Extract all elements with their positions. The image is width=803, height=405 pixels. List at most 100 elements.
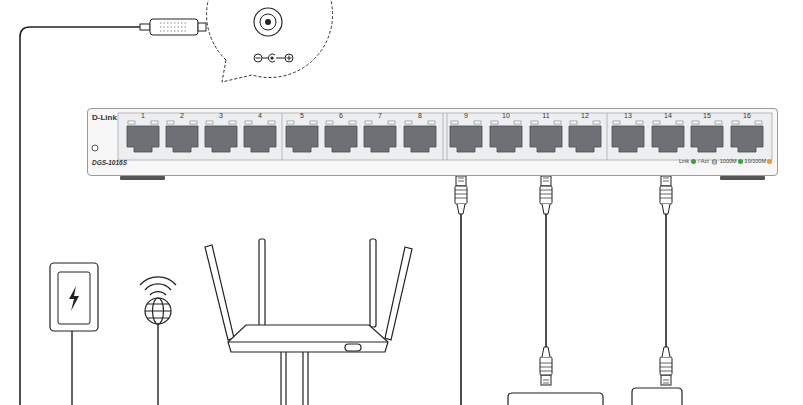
rj45-port [691,121,723,152]
rj45-port [205,121,237,152]
port-socket [652,126,684,152]
polarity-c [268,54,275,62]
polarity-symbol [254,54,293,62]
rj45-port [490,121,522,152]
port-led [310,121,317,124]
port-led [755,121,762,124]
port-led [692,121,699,124]
led-label: / Act [698,158,709,165]
rj45-port [364,121,396,152]
port-number: 1 [132,112,154,120]
polarity-minus [254,54,262,62]
port-led [151,121,158,124]
port-led [613,121,620,124]
switch-foot [720,176,765,180]
rj45-port [286,121,318,152]
switch-foot [120,176,165,180]
rj45-plug [540,176,552,214]
legend-swatch [767,159,772,164]
rj45-port [127,121,159,152]
port-led [167,121,174,124]
port-led [593,121,600,124]
client-device [508,393,603,405]
port-socket [569,126,601,152]
port-socket [490,126,522,152]
port-number: 2 [171,112,193,120]
port-socket [404,126,436,152]
led-dot [691,159,696,164]
port-led [491,121,498,124]
router-cable [281,352,308,405]
port-led [326,121,333,124]
port-led [128,121,135,124]
port-led [190,121,197,124]
port-socket [450,126,482,152]
port-led [474,121,481,124]
port-number: 12 [574,112,596,120]
router [205,239,412,352]
port-led [636,121,643,124]
router-body [228,325,388,352]
router-antenna [205,245,234,340]
port-socket [244,126,276,152]
panel-divider [282,113,607,160]
port-led [245,121,252,124]
plus-sign [287,56,292,61]
router-antenna [370,239,376,327]
port-socket [731,126,763,152]
port-led [349,121,356,124]
port-led [531,121,538,124]
port-number: 14 [657,112,679,120]
wifi-arc [150,292,166,295]
minus-sign [256,58,261,59]
port-led [268,121,275,124]
rj45-port [731,121,763,152]
port-socket [691,126,723,152]
ethernet-cable [545,214,547,347]
port-led [676,121,683,124]
rj45-plug [455,176,467,214]
port-panel [118,113,772,160]
blink-bar [713,161,716,162]
legend-item: 10/100M [745,158,772,165]
port-led [229,121,236,124]
legend-text: 1000M [720,158,737,165]
reset-hole [92,145,98,151]
port-led [732,121,739,124]
client-device [632,388,682,405]
port-number: 3 [210,112,232,120]
rj45-port [166,121,198,152]
wifi-icon [140,277,176,295]
port-number: 13 [617,112,639,120]
wifi-arc [140,277,176,285]
port-socket [530,126,562,152]
blink-icon [711,159,718,165]
port-socket [325,126,357,152]
port-led [287,121,294,124]
power-adapter [50,263,98,331]
model-name: DGS-1016S [92,159,127,166]
blink-ring [712,159,717,164]
port-led [388,121,395,124]
internet-line [157,324,158,405]
port-socket [364,126,396,152]
callout-bubble [207,0,333,82]
legend-item: 1000M [720,158,743,165]
switch-box: D-LinkDGS-1016S [87,108,778,176]
port-number: 15 [696,112,718,120]
rj45-port [569,121,601,152]
port-led [570,121,577,124]
port-socket [205,126,237,152]
port-number: 8 [409,112,431,120]
port-row [127,121,763,152]
adapter-cord [71,331,72,405]
port-socket [166,126,198,152]
plug-neck [140,24,150,30]
rj45-plug [660,347,672,385]
switch-housing [87,108,778,176]
port-led [365,121,372,124]
rj45-port [612,121,644,152]
port-number: 6 [330,112,352,120]
port-led [514,121,521,124]
